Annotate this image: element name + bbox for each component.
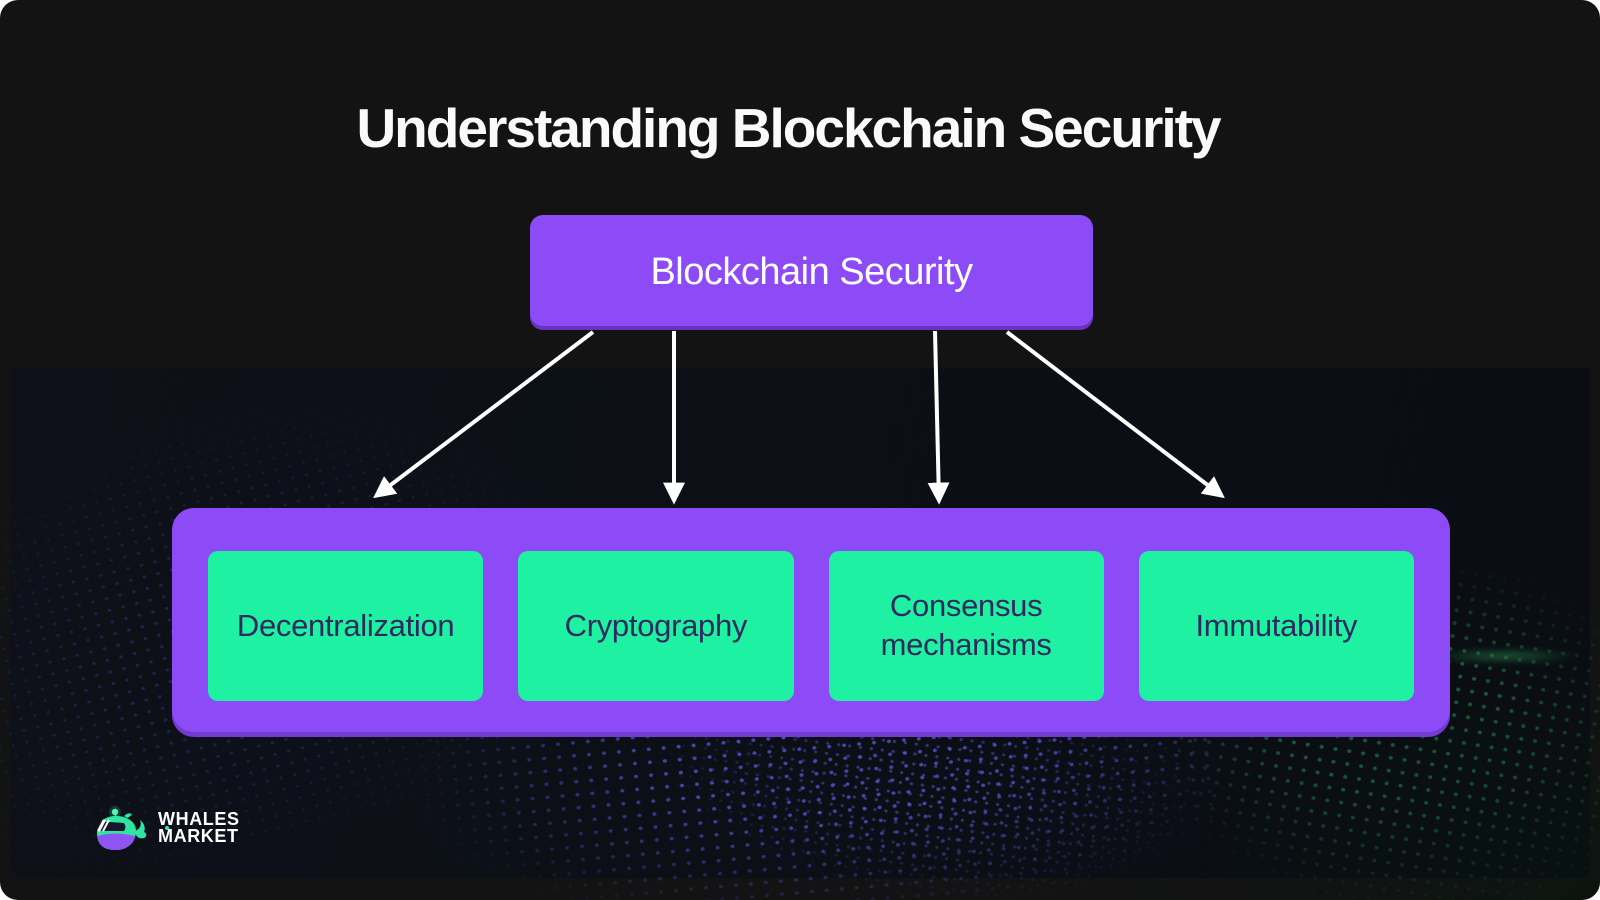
node-decentralization-label: Decentralization xyxy=(236,607,455,643)
logo-wordmark: WHALES MARKET xyxy=(158,809,240,846)
node-blockchain-security: Blockchain Security xyxy=(530,215,1093,330)
logo-line2: MARKET xyxy=(158,826,239,846)
node-immutability-label: Immutability xyxy=(1195,607,1358,643)
node-cryptography-label: Cryptography xyxy=(564,607,748,643)
node-decentralization: Decentralization xyxy=(208,551,484,701)
node-consensus-mechanisms: Consensus mechanisms xyxy=(828,551,1104,701)
logo-accent-dot xyxy=(165,825,169,830)
whale-icon xyxy=(97,806,147,850)
node-consensus-mechanisms-label: Consensus mechanisms xyxy=(880,588,1052,662)
logo-line1: WHALES xyxy=(158,809,240,829)
node-blockchain-security-label: Blockchain Security xyxy=(650,251,973,293)
node-cryptography: Cryptography xyxy=(518,551,794,701)
whales-market-logo: WHALES MARKET xyxy=(94,804,240,852)
pillars-container: Decentralization Cryptography Consensus … xyxy=(172,508,1450,737)
page-title: Understanding Blockchain Security xyxy=(356,97,1221,159)
node-immutability: Immutability xyxy=(1138,551,1414,701)
